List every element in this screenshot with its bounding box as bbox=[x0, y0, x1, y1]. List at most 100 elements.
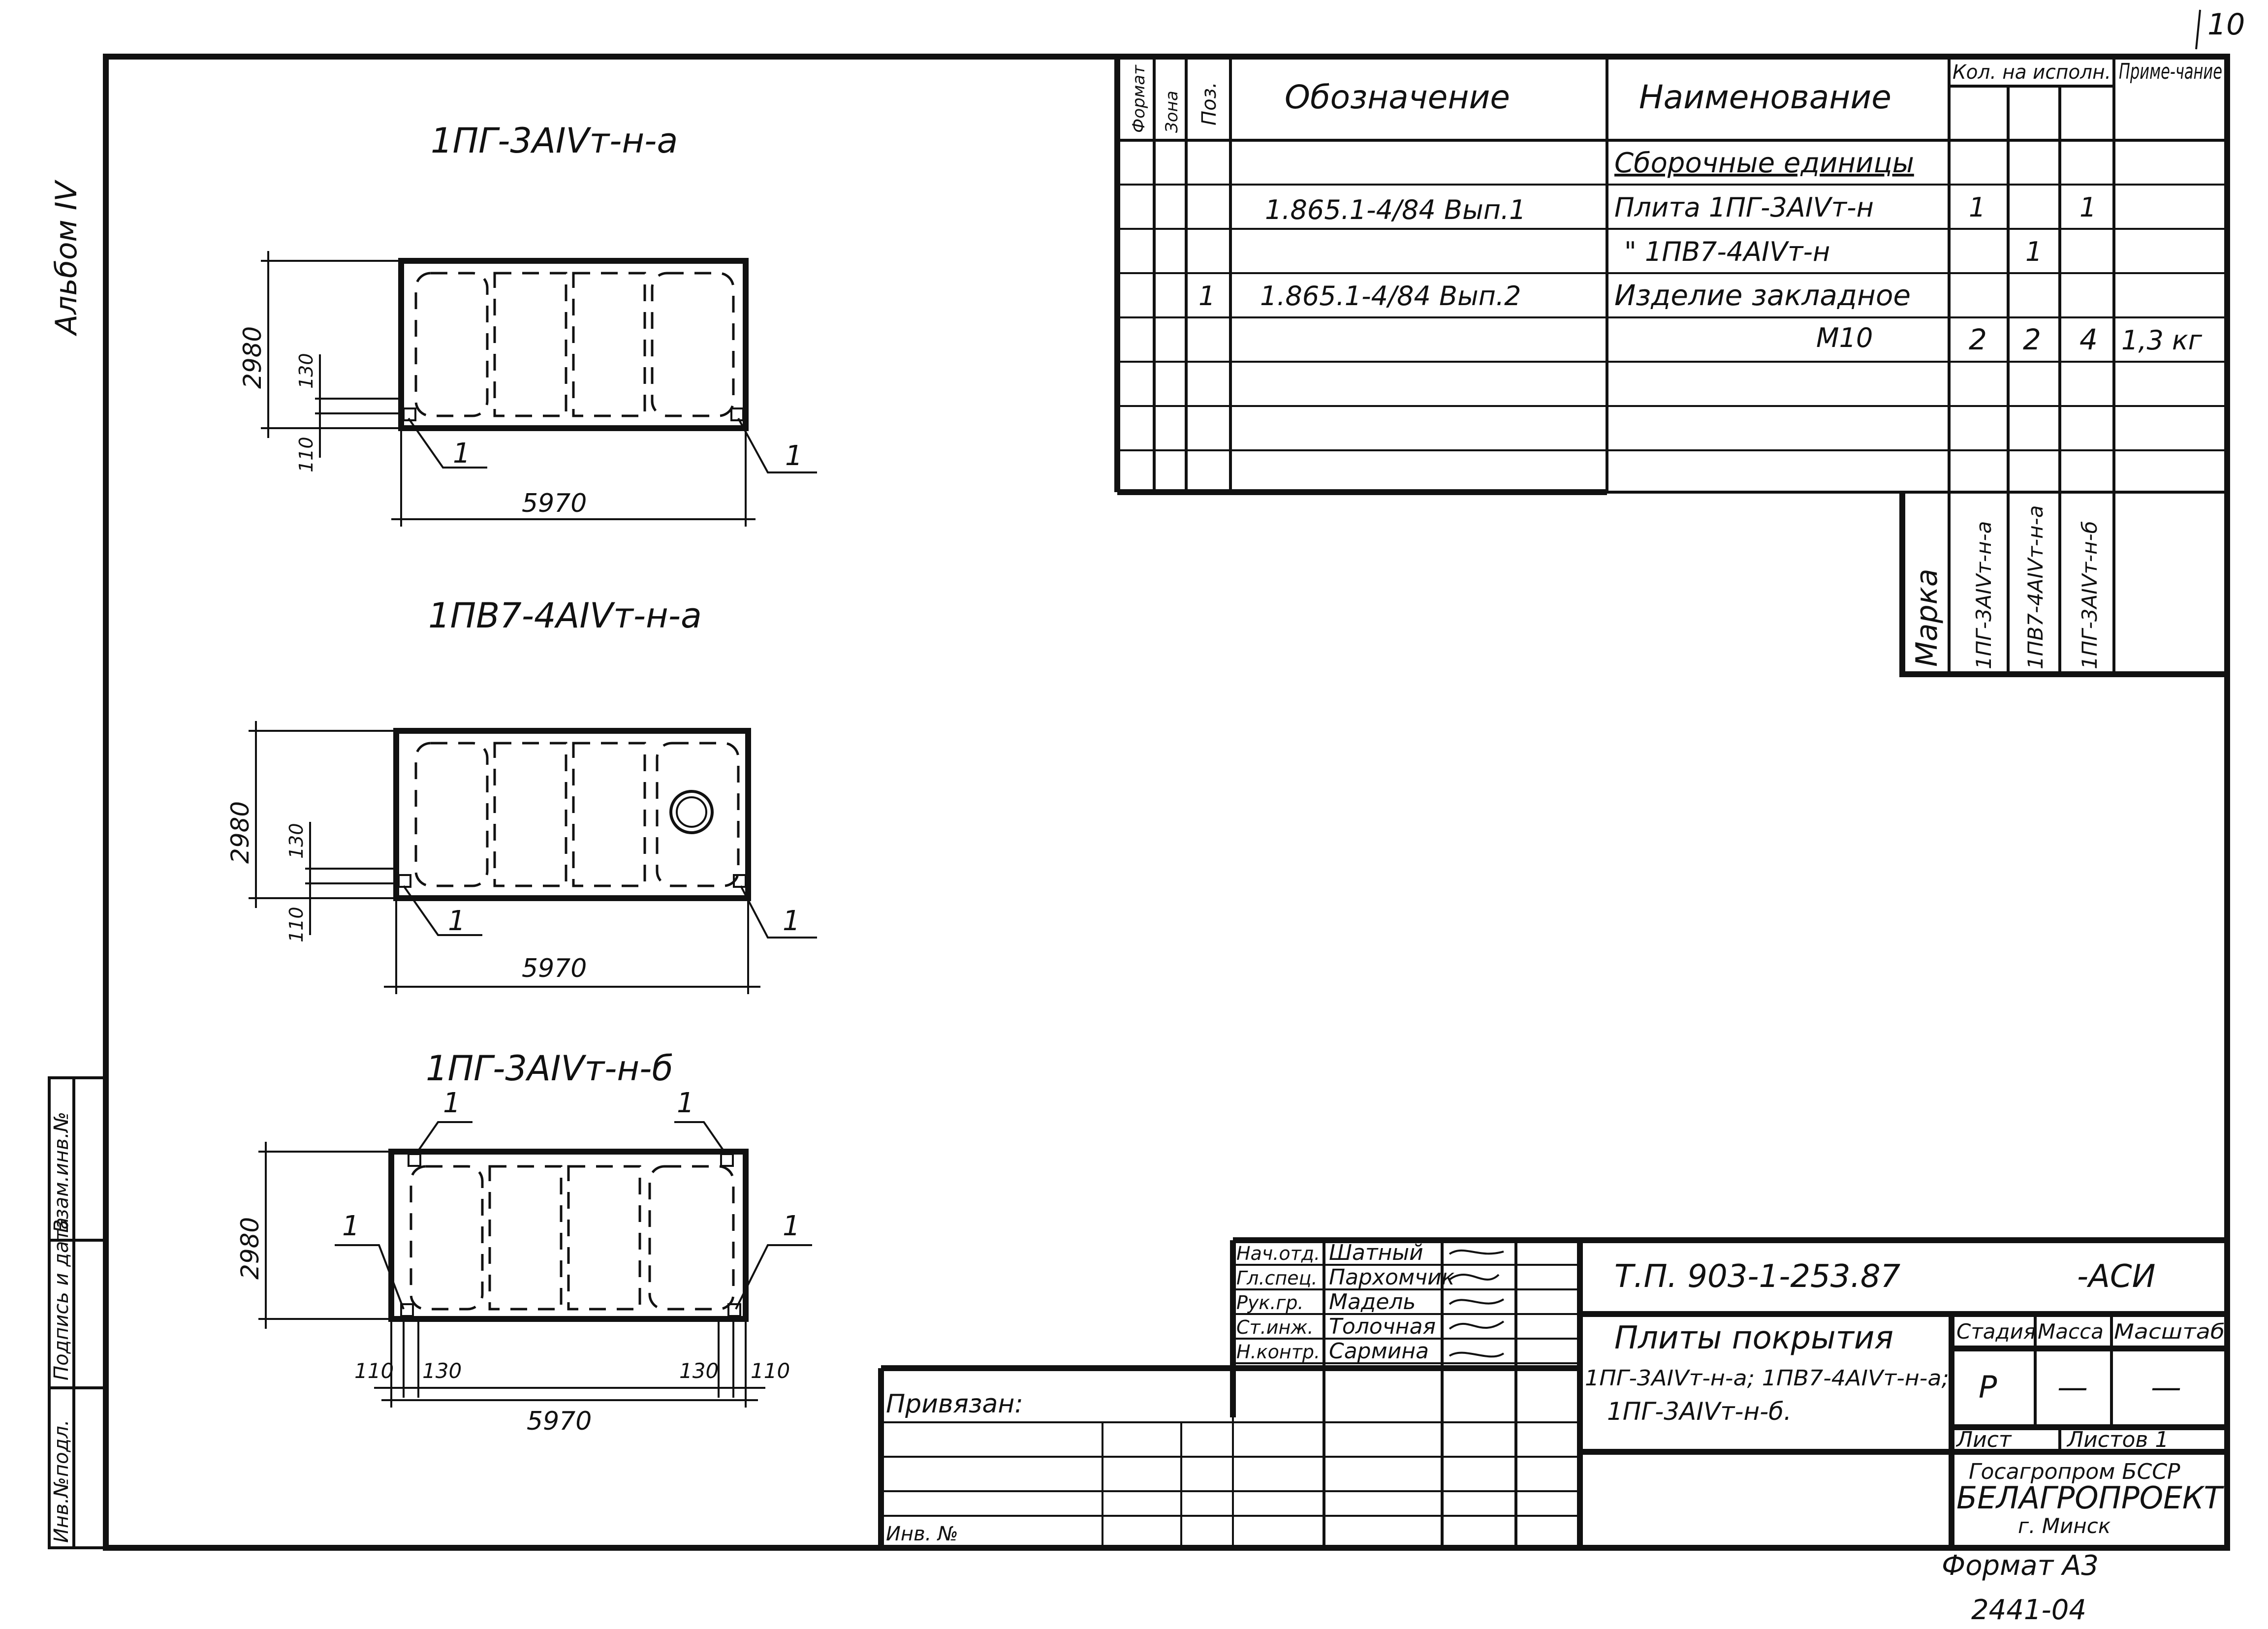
signature-scribble bbox=[1449, 1351, 1505, 1358]
hdr-note: Приме-чание bbox=[2119, 59, 2222, 84]
callout-1: 1 bbox=[785, 440, 803, 472]
leader-line bbox=[737, 418, 817, 473]
leader-line bbox=[674, 1121, 727, 1155]
rib-panel bbox=[414, 742, 489, 887]
bottom-dim: 110 bbox=[751, 1359, 790, 1383]
left-strip-inv: Инв.№подл. bbox=[50, 1419, 73, 1543]
embedded-part bbox=[720, 1153, 734, 1167]
doc-subtitle-2: 1ПГ-3АIVт-н-б. bbox=[1607, 1397, 1792, 1426]
left-strip-sign: Подпись и дата bbox=[50, 1218, 73, 1380]
sheet-label: Лист bbox=[1955, 1427, 2012, 1452]
rib-panel bbox=[572, 272, 646, 417]
doc-suffix: -АСИ bbox=[2077, 1258, 2155, 1295]
width-dim: 5970 bbox=[522, 954, 587, 983]
row-name: М10 bbox=[1816, 322, 1873, 353]
title-block: Нач.отд. Шатный Гл.спец. Пархомчик Рук.г… bbox=[878, 1237, 2227, 1548]
callout-1: 1 bbox=[453, 438, 471, 470]
rib-panel bbox=[651, 272, 735, 417]
scale-label: Масштаб bbox=[2114, 1319, 2225, 1344]
hdr-format: Формат bbox=[1129, 64, 1149, 133]
row-note: 1,3 кг bbox=[2121, 325, 2203, 356]
embedded-part bbox=[727, 1303, 741, 1317]
format-label: Формат А3 bbox=[1942, 1550, 2099, 1582]
height-dim: 2980 bbox=[226, 801, 254, 864]
height-dim: 2980 bbox=[238, 326, 267, 389]
leader-line bbox=[735, 1244, 812, 1310]
ventilation-opening-inner bbox=[676, 796, 707, 828]
plate-outline bbox=[393, 728, 751, 901]
plate-title-3: 1ПГ-3АIVт-н-б bbox=[426, 1048, 673, 1089]
signature-scribble bbox=[1449, 1274, 1500, 1281]
bottom-dim: 130 bbox=[422, 1359, 462, 1383]
marka-block-edge bbox=[1899, 492, 2227, 677]
rib-panel bbox=[493, 272, 567, 417]
left-strip: Инв.№подл. Подпись и дата Взам.инв.№ bbox=[48, 1076, 107, 1549]
scale-value: — bbox=[2151, 1369, 2181, 1405]
sig-name: Пархомчик bbox=[1329, 1265, 1455, 1290]
row-group-title: Сборочные единицы bbox=[1614, 147, 1914, 179]
sig-role: Нач.отд. bbox=[1236, 1243, 1320, 1264]
small-dim: 110 bbox=[285, 907, 307, 942]
stage-value: Р bbox=[1979, 1369, 1997, 1405]
marka-col-3: 1ПГ-3АIVт-н-б bbox=[2078, 521, 2102, 669]
rib-panel bbox=[648, 1165, 735, 1311]
marka-col-1: 1ПГ-3АIVт-н-а bbox=[1972, 521, 1996, 669]
callout-1: 1 bbox=[783, 905, 800, 937]
plate-drawing-1: 1ПГ-3АIVт-н-а 2980 130 110 5970 1 1 bbox=[238, 121, 817, 527]
stage-label: Стадия bbox=[1956, 1319, 2036, 1344]
small-dim: 110 bbox=[295, 437, 317, 472]
width-dim: 5970 bbox=[527, 1407, 592, 1436]
rib-panel bbox=[572, 742, 646, 887]
album-label: Альбом IV bbox=[49, 180, 84, 337]
row-qty-1: 2 bbox=[1969, 323, 1987, 356]
callout-1: 1 bbox=[443, 1087, 461, 1119]
hdr-zone: Зона bbox=[1162, 91, 1182, 133]
embedded-part bbox=[398, 874, 411, 888]
embedded-part bbox=[733, 874, 747, 888]
archive-number: 2441-04 bbox=[1971, 1594, 2086, 1626]
sig-name: Мадель bbox=[1329, 1289, 1416, 1315]
hdr-name: Наименование bbox=[1639, 78, 1891, 116]
plate-outline bbox=[398, 258, 749, 431]
sheet-number-tick bbox=[2195, 9, 2201, 50]
small-dim: 130 bbox=[295, 353, 317, 389]
small-dim: 130 bbox=[285, 823, 307, 859]
mass-label: Масса bbox=[2038, 1319, 2104, 1344]
leader-line bbox=[415, 1121, 472, 1155]
callout-1: 1 bbox=[783, 1210, 800, 1242]
marka-label: Марка bbox=[1910, 568, 1944, 667]
sig-role: Гл.спец. bbox=[1236, 1267, 1318, 1289]
hdr-pos: Поз. bbox=[1198, 82, 1221, 125]
sig-name: Сармина bbox=[1329, 1339, 1429, 1364]
sig-role: Н.контр. bbox=[1236, 1341, 1320, 1363]
marka-col-2: 1ПВ7-4АIVт-н-а bbox=[2023, 505, 2048, 669]
ventilation-opening bbox=[669, 790, 714, 834]
plate-outline bbox=[388, 1149, 749, 1322]
left-strip-replace: Взам.инв.№ bbox=[50, 1112, 73, 1233]
leader-line bbox=[408, 417, 487, 469]
rib-panel bbox=[493, 742, 567, 887]
rib-panel bbox=[488, 1165, 563, 1311]
inv-label: Инв. № bbox=[886, 1523, 958, 1545]
row-designation: 1.865.1-4/84 Вып.2 bbox=[1260, 281, 1521, 312]
row-qty-1: 1 bbox=[1969, 192, 1985, 223]
mass-value: — bbox=[2057, 1369, 2088, 1405]
callout-1: 1 bbox=[448, 905, 466, 937]
signature-scribble bbox=[1449, 1249, 1504, 1255]
callout-1: 1 bbox=[677, 1087, 694, 1119]
bound-label: Привязан: bbox=[886, 1389, 1023, 1419]
rib-panel bbox=[414, 272, 489, 417]
embedded-part bbox=[400, 1303, 414, 1317]
bottom-dim: 130 bbox=[679, 1359, 719, 1383]
left-strip-box bbox=[48, 1076, 107, 1549]
row-name: " 1ПВ7-4АIVт-н bbox=[1624, 236, 1830, 267]
height-dim: 2980 bbox=[236, 1217, 264, 1280]
row-name: Изделие закладное bbox=[1614, 279, 1911, 312]
row-qty-2: 2 bbox=[2023, 323, 2041, 356]
spec-table: Формат Зона Поз. Обозначение Наименовани… bbox=[1114, 57, 2227, 677]
plate-title-1: 1ПГ-3АIVт-н-а bbox=[431, 121, 678, 161]
row-qty-3: 1 bbox=[2079, 192, 2096, 223]
doc-subtitle-1: 1ПГ-3АIVт-н-а; 1ПВ7-4АIVт-н-а; bbox=[1585, 1366, 1949, 1391]
rib-panel bbox=[410, 1165, 484, 1311]
hdr-qty: Кол. на исполн. bbox=[1953, 61, 2111, 84]
